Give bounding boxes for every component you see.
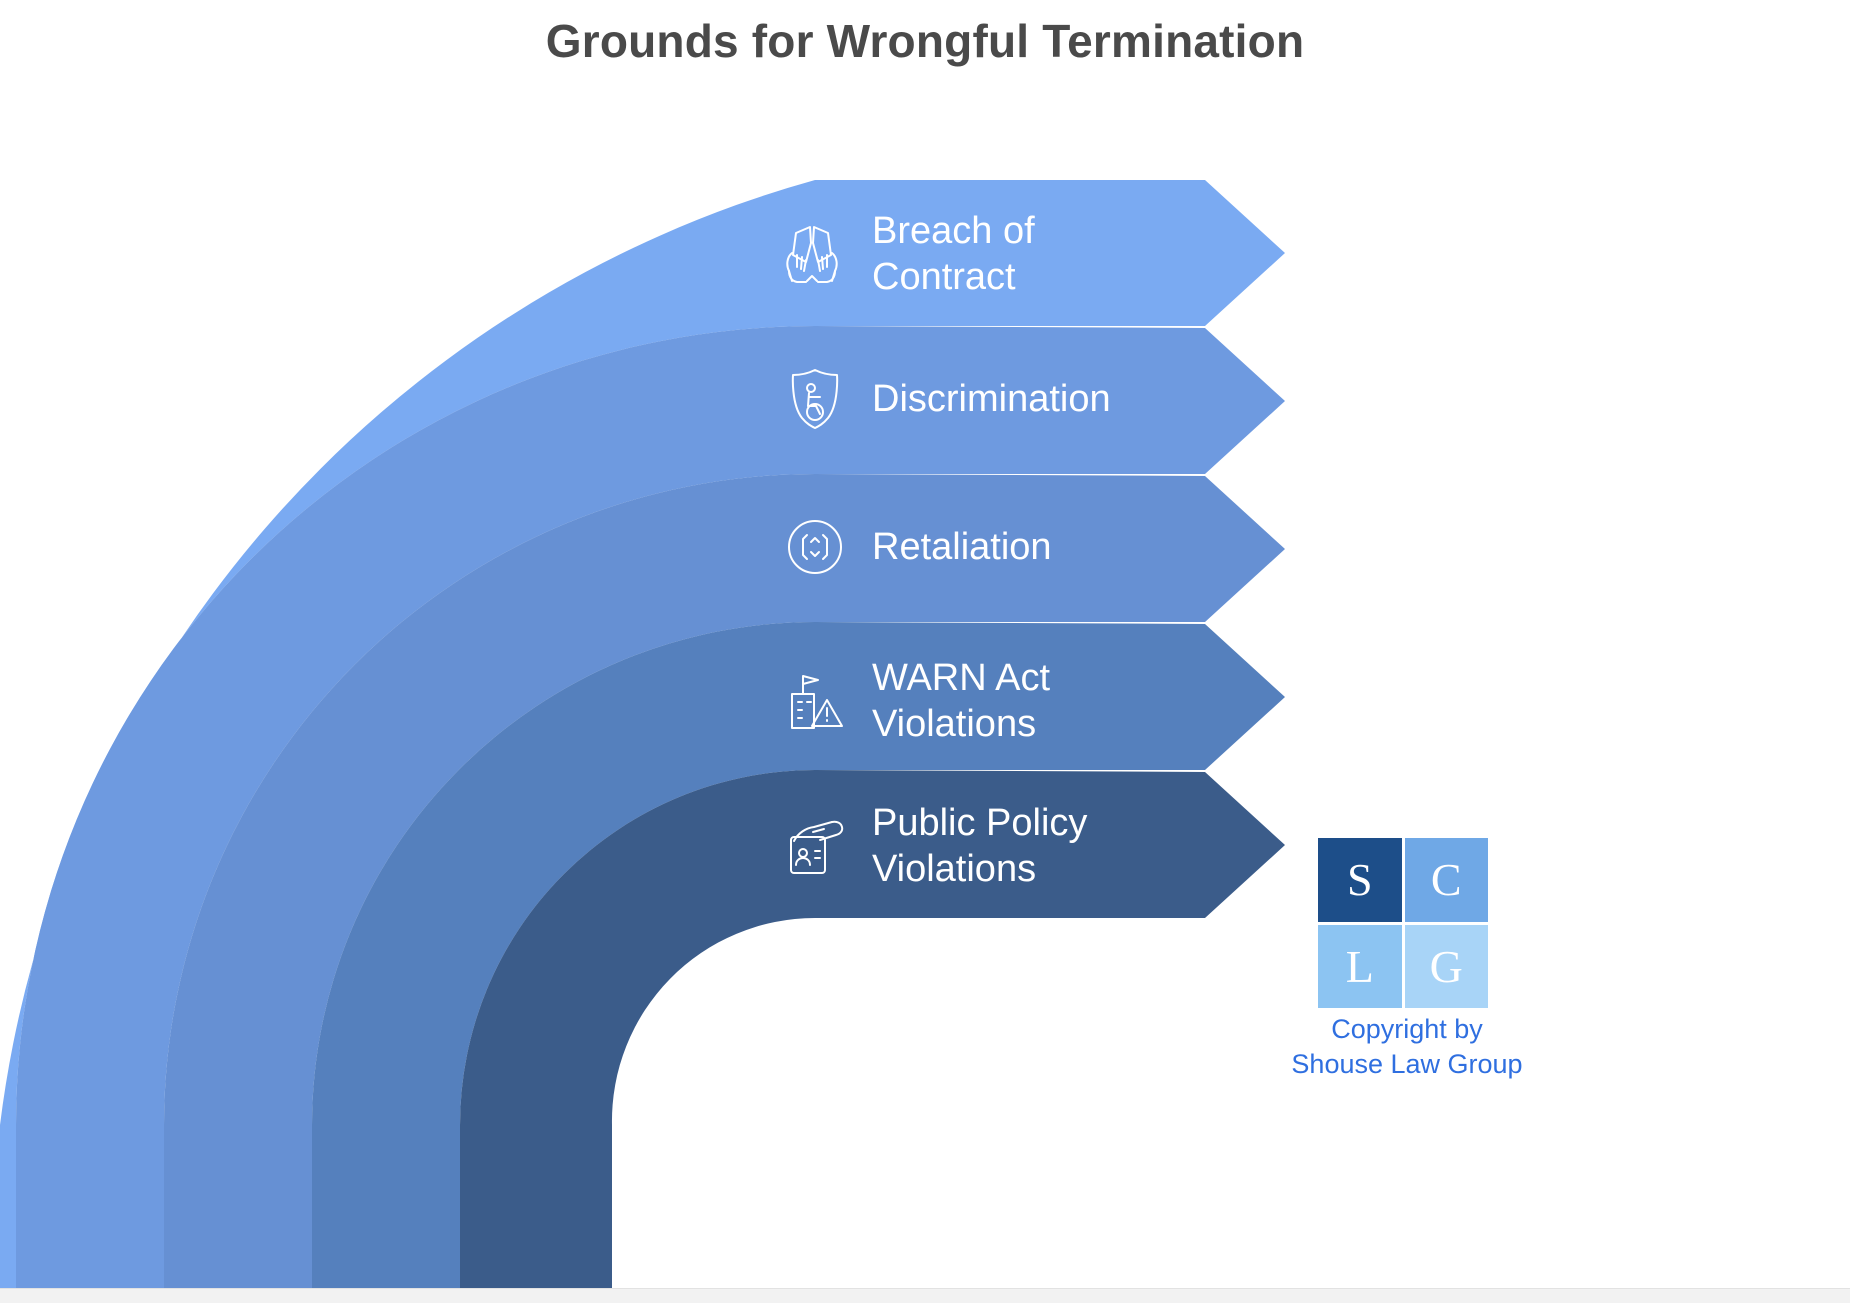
shouse-law-group-logo[interactable]: S C L G	[1318, 838, 1488, 1008]
logo-cell-g: G	[1404, 924, 1488, 1008]
band-shape-2	[16, 326, 1285, 1302]
logo-cell-l: L	[1318, 924, 1402, 1008]
footer-strip	[0, 1288, 1850, 1303]
band-shape-4	[312, 622, 1285, 1302]
page-title: Grounds for Wrongful Termination	[545, 15, 1305, 67]
band-shape-1	[0, 180, 1285, 1302]
logo-cell-c: C	[1404, 838, 1488, 922]
band-retaliation[interactable]	[164, 474, 1285, 1302]
band-shape-3	[164, 474, 1285, 1302]
copyright-notice: Copyright by Shouse Law Group	[1291, 1014, 1523, 1079]
band-warn-act-violations[interactable]	[312, 622, 1285, 1302]
logo-cell-s: S	[1318, 838, 1402, 922]
band-public-policy-violations[interactable]	[460, 770, 1285, 1302]
band-shape-5	[460, 770, 1285, 1302]
band-discrimination[interactable]	[16, 326, 1285, 1302]
band-breach-of-contract[interactable]	[0, 180, 1285, 1302]
